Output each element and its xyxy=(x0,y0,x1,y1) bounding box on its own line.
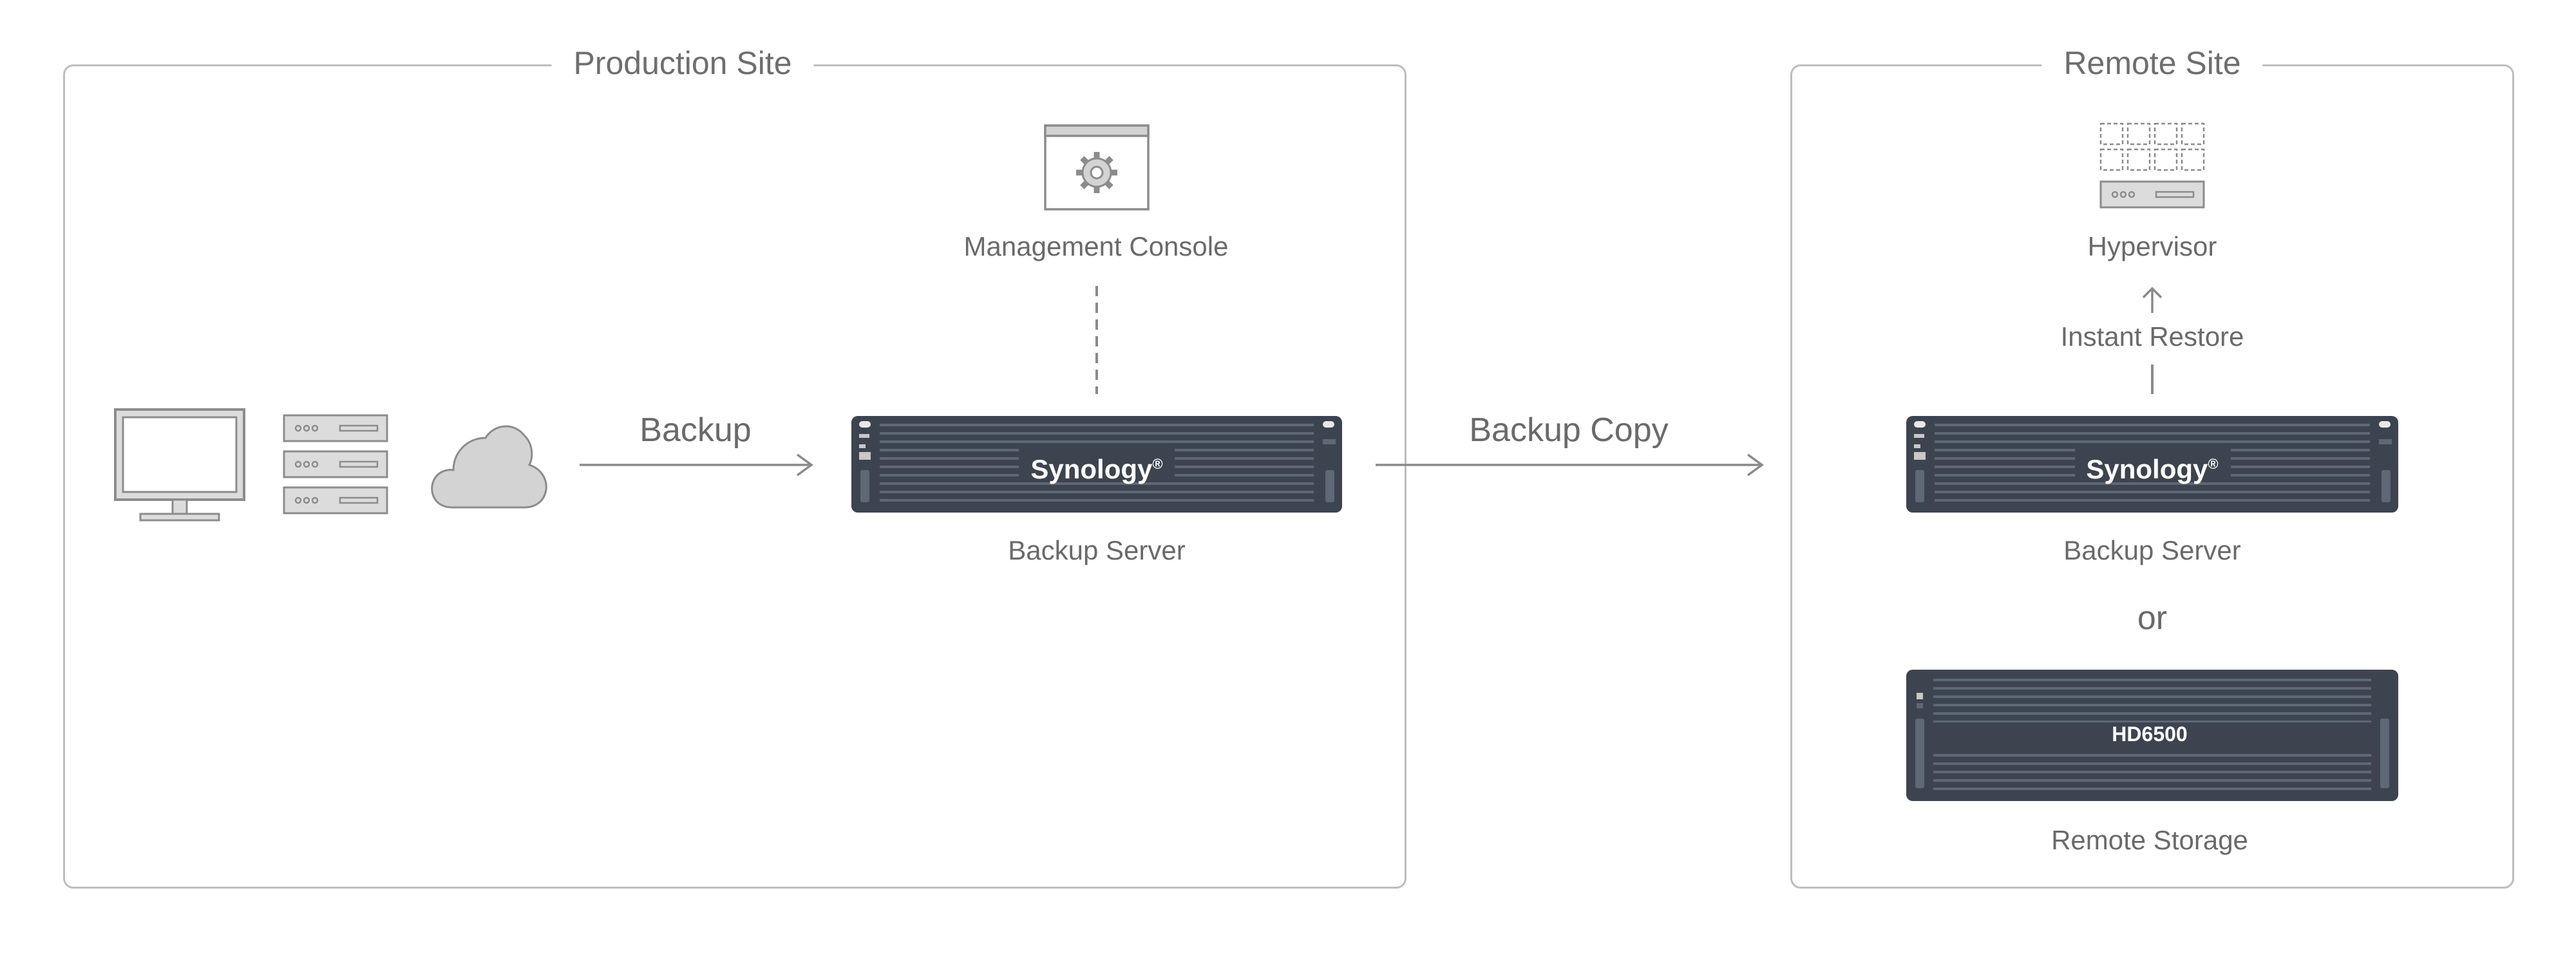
gear-window-icon xyxy=(1044,124,1150,211)
backup-server-label: Backup Server xyxy=(1008,535,1186,565)
backup-server-device xyxy=(851,416,1342,513)
remote-backup-server-brand: Synology® xyxy=(2086,448,2218,486)
brand-text: Synology xyxy=(1030,454,1153,484)
backup-arrow xyxy=(580,453,813,476)
remote-backup-server-device xyxy=(1906,416,2398,513)
backup-copy-label: Backup Copy xyxy=(1469,411,1669,449)
hypervisor-label: Hypervisor xyxy=(2087,231,2217,261)
brand-text: Synology xyxy=(2086,454,2208,484)
production-site-title: Production Site xyxy=(551,44,814,82)
remote-storage-model: HD6500 xyxy=(2112,722,2188,746)
management-console-label: Management Console xyxy=(963,231,1229,261)
server-stack-icon xyxy=(283,414,388,514)
monitor-icon xyxy=(114,408,245,522)
hypervisor-icon xyxy=(2099,122,2205,209)
registered-mark: ® xyxy=(2208,456,2219,472)
backup-server-brand: Synology® xyxy=(1030,448,1162,486)
restore-connector xyxy=(2151,364,2154,394)
remote-storage-device xyxy=(1906,670,2398,801)
instant-restore-label: Instant Restore xyxy=(2060,321,2244,352)
up-arrow-icon xyxy=(2142,287,2163,313)
cloud-icon xyxy=(431,425,547,509)
remote-backup-server-label: Backup Server xyxy=(2063,535,2241,565)
backup-copy-arrow xyxy=(1376,453,1764,476)
backup-label: Backup xyxy=(639,411,752,449)
dashed-connector xyxy=(1095,286,1098,394)
remote-storage-label: Remote Storage xyxy=(2051,825,2248,855)
remote-site-title: Remote Site xyxy=(2041,44,2263,82)
or-label: or xyxy=(2137,599,2168,637)
registered-mark: ® xyxy=(1152,456,1163,472)
